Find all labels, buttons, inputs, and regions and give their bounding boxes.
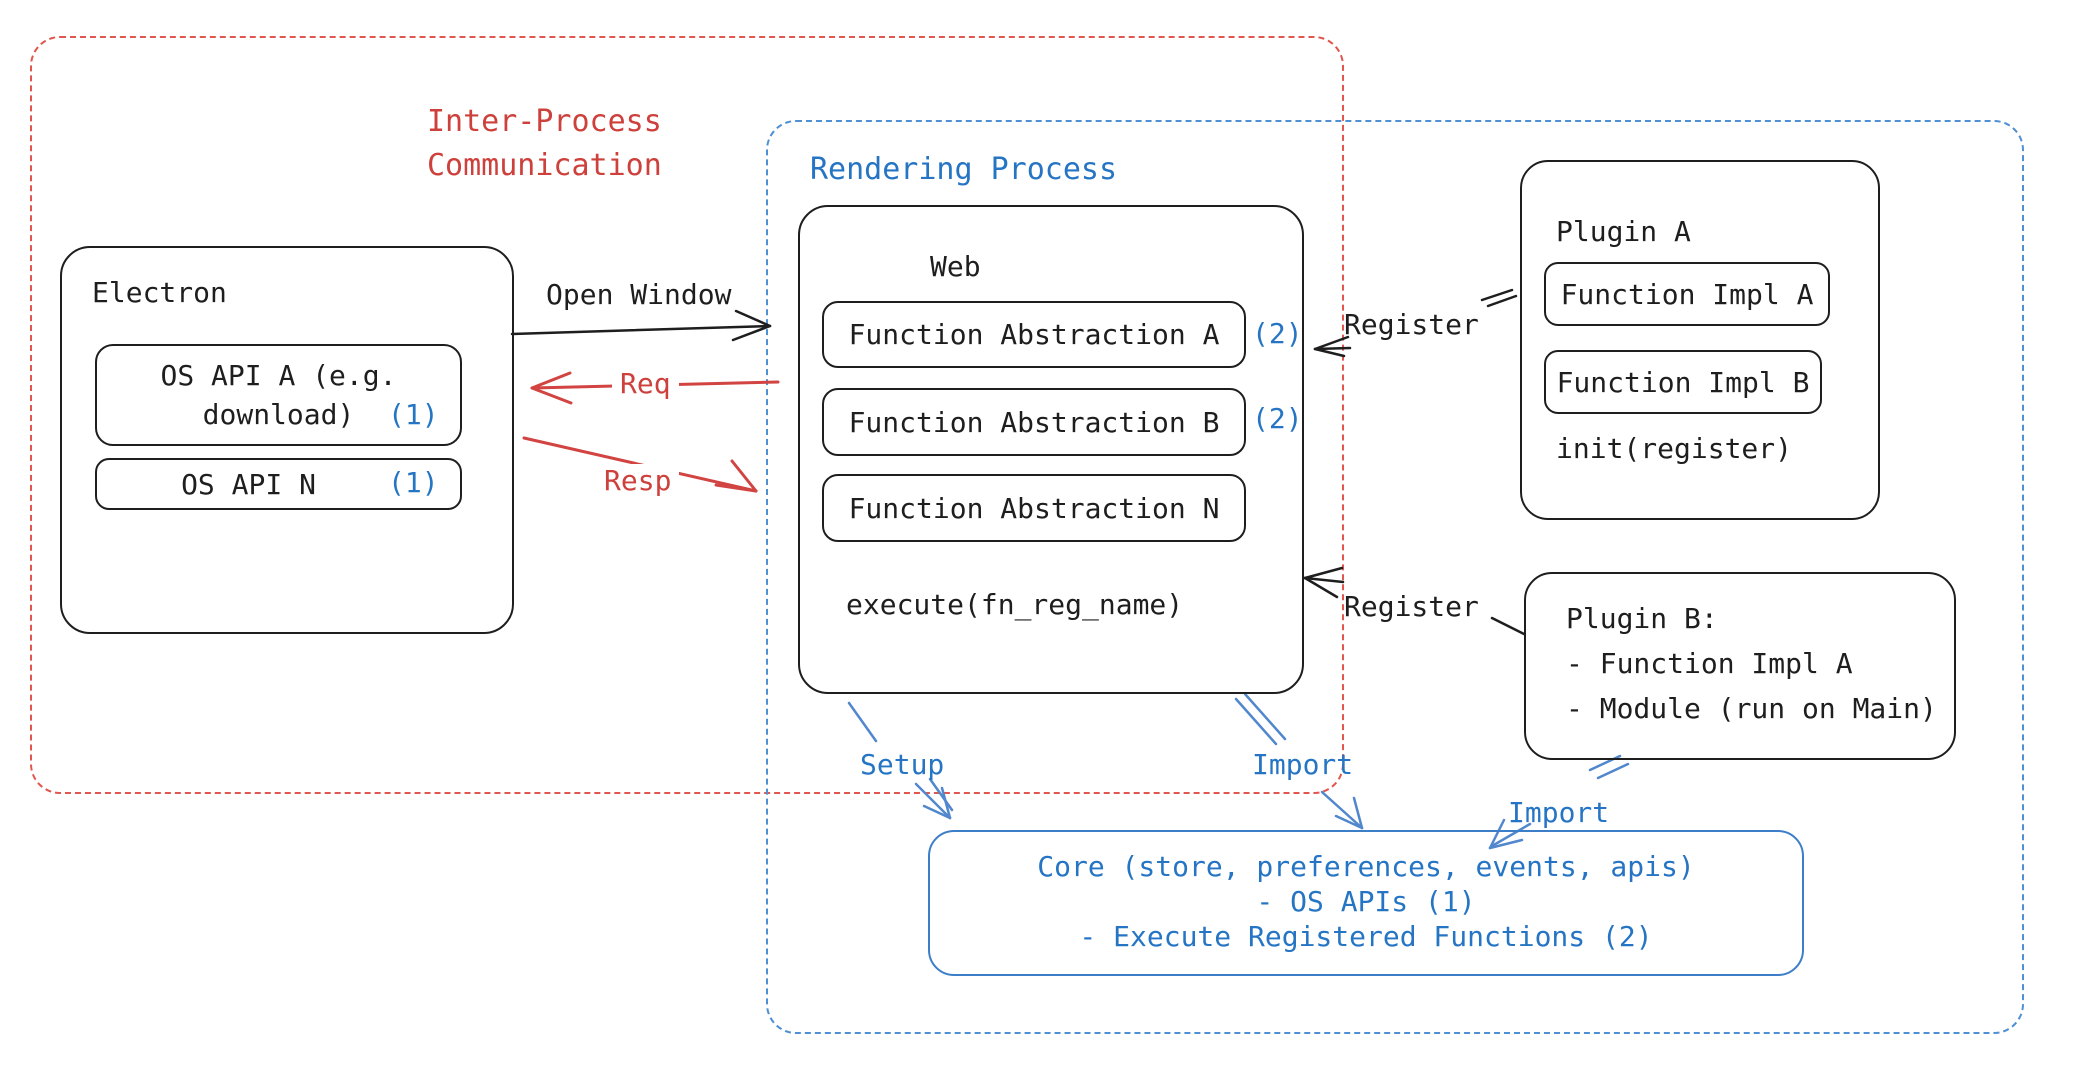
plugin-b-box [1524,572,1956,760]
web-title: Web [930,250,981,283]
function-abstraction-a-box: Function Abstraction A [822,301,1246,368]
plugin-b-line2: - Function Impl A [1566,647,1853,680]
function-abstraction-b-box: Function Abstraction B [822,388,1246,456]
os-api-n-box: OS API N [95,458,462,510]
function-impl-b-box: Function Impl B [1544,350,1822,414]
function-impl-a-label: Function Impl A [1560,277,1814,311]
function-abstraction-a-badge: (2) [1252,317,1303,350]
core-box: Core (store, preferences, events, apis)-… [928,830,1804,976]
plugin-a-box [1520,160,1880,520]
os-api-a-badge: (1) [388,398,439,431]
function-abstraction-n-box: Function Abstraction N [822,474,1246,542]
import-plugin-label: Import [1508,796,1610,829]
os-api-n-label: OS API N [181,467,316,501]
rendering-region-box [766,120,2024,1034]
ipc-label-line1: Inter-Process [427,104,662,139]
init-register-label: init(register) [1556,432,1793,465]
os-api-n-badge: (1) [388,466,439,499]
ipc-label-line2: Communication [427,148,662,183]
core-line1: Core (store, preferences, events, apis) [1037,850,1695,883]
execute-label: execute(fn_reg_name) [846,588,1184,621]
register-bottom-label: Register [1344,590,1479,623]
import-web-label: Import [1252,748,1354,781]
plugin-b-line3: - Module (run on Main) [1566,692,1937,725]
resp-label: Resp [596,464,680,497]
req-label: Req [612,367,679,400]
core-line3: - Execute Registered Functions (2) [1079,920,1653,953]
rendering-region-label: Rendering Process [810,152,1118,187]
plugin-b-line1: Plugin B: [1566,602,1718,635]
os-api-a-label: OS API A (e.g.download) [160,359,397,431]
electron-box [60,246,514,634]
function-abstraction-b-badge: (2) [1252,402,1303,435]
plugin-a-title: Plugin A [1556,215,1691,248]
function-impl-b-label: Function Impl B [1556,365,1810,399]
register-top-label: Register [1344,308,1479,341]
core-line2: - OS APIs (1) [1256,885,1476,918]
function-abstraction-a-label: Function Abstraction A [848,318,1220,351]
electron-title: Electron [92,276,227,309]
os-api-a-box: OS API A (e.g.download) [95,344,462,446]
function-abstraction-b-label: Function Abstraction B [848,405,1220,439]
plugin-b-text: Plugin B: - Function Impl A - Module (run … [1566,596,1937,731]
open-window-label: Open Window [546,278,732,311]
web-box [798,205,1304,694]
setup-label: Setup [860,748,945,781]
ipc-region-box [30,36,1344,794]
function-impl-a-box: Function Impl A [1544,262,1830,326]
function-abstraction-n-label: Function Abstraction N [848,491,1220,525]
